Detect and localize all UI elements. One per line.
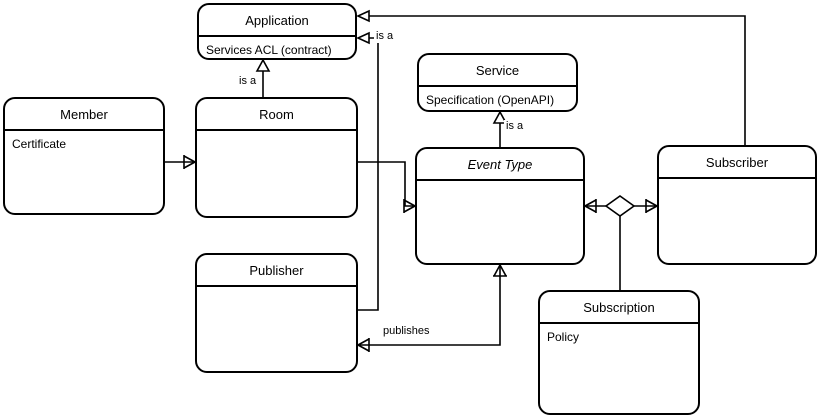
entity-title-member: Member bbox=[5, 99, 163, 131]
edge-publisher-publishes-event-type bbox=[357, 264, 507, 352]
entity-member[interactable]: Member Certificate bbox=[3, 97, 165, 215]
entity-attribute-service-0: Specification (OpenAPI) bbox=[426, 93, 555, 107]
edge-room-event-type bbox=[358, 161, 416, 213]
entity-room[interactable]: Room bbox=[195, 97, 358, 218]
edge-event-type-subscriber bbox=[584, 195, 658, 290]
entity-application[interactable]: Application Services ACL (contract) bbox=[197, 3, 357, 60]
entity-attribute-room-0 bbox=[197, 131, 356, 137]
entity-title-room: Room bbox=[197, 99, 356, 131]
entity-subscriber[interactable]: Subscriber bbox=[657, 145, 817, 265]
edge-label-publisher-is-a: is a bbox=[374, 30, 396, 43]
edge-member-room bbox=[165, 155, 196, 169]
entity-attribute-event-type-0 bbox=[417, 181, 583, 187]
entity-service[interactable]: Service Specification (OpenAPI) bbox=[417, 53, 578, 112]
entity-title-publisher: Publisher bbox=[197, 255, 356, 287]
entity-title-event-type: Event Type bbox=[417, 149, 583, 181]
entity-subscription[interactable]: Subscription Policy bbox=[538, 290, 700, 415]
entity-attribute-application-0: Services ACL (contract) bbox=[206, 43, 332, 57]
edge-label-event-type-is-a: is a bbox=[504, 120, 526, 133]
entity-attribute-subscriber-0 bbox=[659, 179, 815, 185]
entity-attribute-publisher-0 bbox=[197, 287, 356, 293]
entity-publisher[interactable]: Publisher bbox=[195, 253, 358, 373]
entity-event-type[interactable]: Event Type bbox=[415, 147, 585, 265]
entity-title-service: Service bbox=[419, 55, 576, 87]
entity-title-subscription: Subscription bbox=[540, 292, 698, 324]
entity-attribute-member-0: Certificate bbox=[12, 137, 67, 151]
edge-room-is-a-application bbox=[255, 58, 271, 97]
entity-attribute-subscription-0: Policy bbox=[547, 330, 580, 344]
edge-publisher-is-a-application bbox=[356, 31, 379, 311]
edge-label-publishes: publishes bbox=[381, 325, 432, 338]
entity-title-application: Application bbox=[199, 5, 355, 37]
entity-title-subscriber: Subscriber bbox=[659, 147, 815, 179]
edge-label-room-is-a: is a bbox=[237, 75, 259, 88]
